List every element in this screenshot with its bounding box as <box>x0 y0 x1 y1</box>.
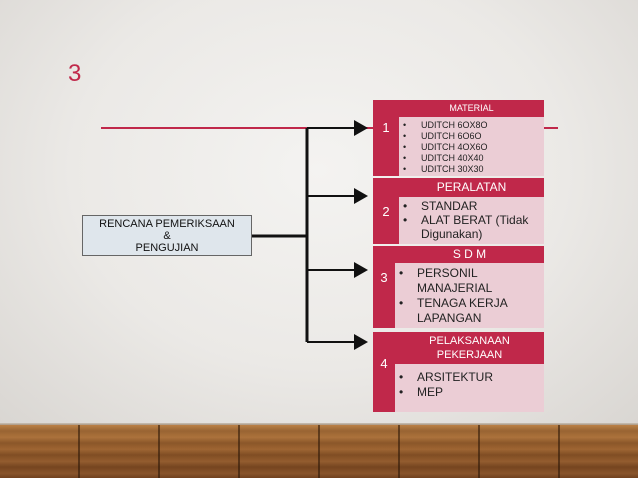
root-node: RENCANA PEMERIKSAAN & PENGUJIAN <box>82 215 252 256</box>
section-1-body: UDITCH 6OX8O UDITCH 6O6O UDITCH 4OX6O UD… <box>399 117 544 176</box>
section-1-item: UDITCH 40X40 <box>399 153 544 164</box>
section-1-number: 1 <box>373 100 399 176</box>
section-2-item: STANDAR <box>399 199 544 213</box>
section-3-body: PERSONIL MANAJERIAL TENAGA KERJA LAPANGA… <box>395 263 544 328</box>
section-1-item: UDITCH 30X30 <box>399 164 544 175</box>
section-4-body: ARSITEKTUR MEP <box>395 364 544 412</box>
section-2-number: 2 <box>373 178 399 244</box>
section-4-number: 4 <box>373 332 395 412</box>
root-label-line-1: RENCANA PEMERIKSAAN <box>99 218 235 230</box>
root-label-line-3: PENGUJIAN <box>135 242 199 254</box>
section-4-title: PELAKSANAAN PEKERJAAN <box>395 332 544 364</box>
section-1-item: UDITCH 4OX6O <box>399 142 544 153</box>
section-2-item: ALAT BERAT (Tidak Digunakan) <box>399 213 544 241</box>
section-1-title: MATERIAL <box>399 100 544 117</box>
root-label-line-2: & <box>163 230 171 242</box>
slide-number: 3 <box>68 60 82 87</box>
section-1-item: UDITCH 6O6O <box>399 131 544 142</box>
section-3-item: TENAGA KERJA LAPANGAN <box>395 296 544 326</box>
section-1-item: UDITCH 6OX8O <box>399 120 544 131</box>
section-3-title: S D M <box>395 246 544 263</box>
section-3-number: 3 <box>373 246 395 328</box>
section-2-body: STANDAR ALAT BERAT (Tidak Digunakan) <box>399 197 544 244</box>
section-3-item: PERSONIL MANAJERIAL <box>395 266 544 296</box>
section-4-item: MEP <box>395 385 544 400</box>
section-2-title: PERALATAN <box>399 178 544 197</box>
section-4-item: ARSITEKTUR <box>395 370 544 385</box>
wood-floor <box>0 425 638 478</box>
